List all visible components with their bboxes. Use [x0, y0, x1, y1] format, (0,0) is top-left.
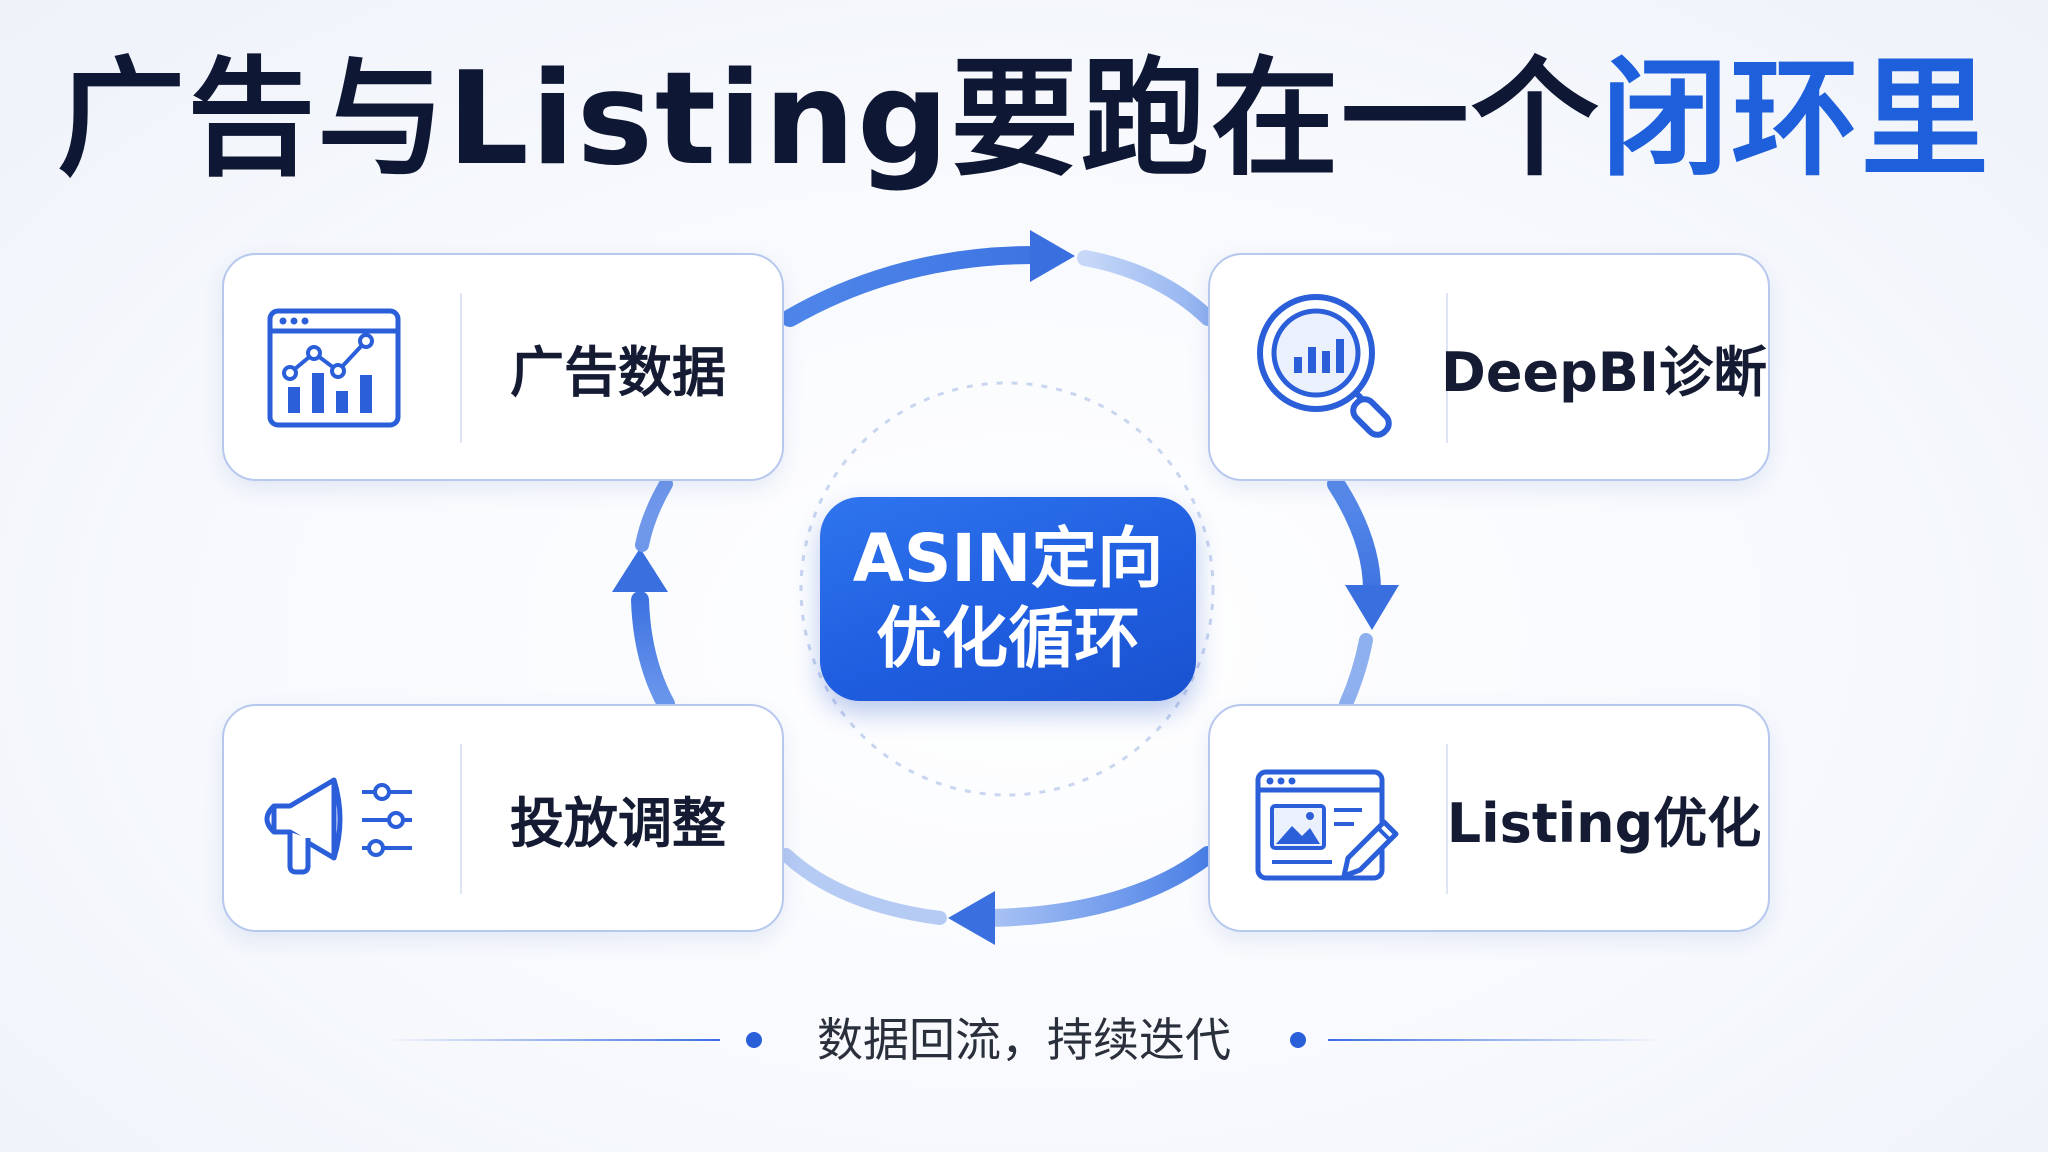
arrow-head-left [612, 548, 668, 592]
title-main: 广告与Listing要跑在一个 [57, 45, 1601, 194]
center-line-1: ASIN定向 [852, 520, 1164, 597]
arrow-head-bottom [948, 891, 995, 945]
loop-arc-left [631, 591, 675, 713]
inner-dashed-circle [799, 381, 1215, 797]
center-asin-loop-box: ASIN定向 优化循环 [820, 497, 1196, 701]
listing-edit-icon [1255, 769, 1399, 881]
card-deepbi-diagnosis: DeepBI诊断 [1208, 253, 1770, 481]
card-divider [1446, 293, 1448, 443]
card-label-ad-data: 广告数据 [510, 340, 726, 404]
footer-line-right [1328, 1039, 1664, 1041]
page-title: 广告与Listing要跑在一个闭环里 [0, 40, 2048, 200]
card-ad-data: 广告数据 [222, 253, 784, 481]
card-label-deepbi: DeepBI诊断 [1441, 340, 1767, 404]
loop-arc-bottom-left [779, 848, 947, 925]
title-accent: 闭环里 [1600, 45, 1991, 194]
footer-dot-right [1290, 1032, 1306, 1048]
loop-arc-top-right [1077, 250, 1216, 326]
loop-arc-right-lower [1339, 633, 1373, 711]
card-label-adjust: 投放调整 [510, 791, 726, 855]
analytics-chart-icon [267, 308, 401, 428]
center-line-2: 优化循环 [876, 600, 1140, 677]
footer-line-left [384, 1039, 720, 1041]
magnifier-chart-icon [1257, 294, 1392, 438]
footer-caption: 数据回流，持续迭代 [0, 1004, 2048, 1076]
card-ad-adjustment: 投放调整 [222, 704, 784, 932]
loop-arc-left-upper [635, 477, 673, 552]
loop-arc-top [781, 246, 1044, 327]
card-label-listing: Listing优化 [1446, 791, 1762, 855]
loop-arc-bottom [981, 846, 1217, 927]
footer-dot-left [746, 1032, 762, 1048]
arrow-head-right [1345, 585, 1399, 630]
card-divider [460, 293, 462, 443]
arrow-head-top [1030, 230, 1075, 282]
footer-text: 数据回流，持续迭代 [817, 1013, 1231, 1067]
loop-arc-right [1327, 475, 1381, 599]
megaphone-sliders-icon [264, 777, 412, 875]
card-divider [1446, 744, 1448, 894]
card-divider [460, 744, 462, 894]
card-listing-optimization: Listing优化 [1208, 704, 1770, 932]
